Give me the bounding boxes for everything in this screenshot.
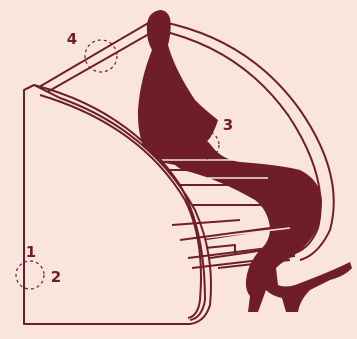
callout-label-1: 1 bbox=[26, 243, 36, 261]
callout-label-4: 4 bbox=[67, 30, 77, 48]
callout-label-3: 3 bbox=[223, 116, 233, 134]
callout-label-2: 2 bbox=[51, 268, 61, 286]
